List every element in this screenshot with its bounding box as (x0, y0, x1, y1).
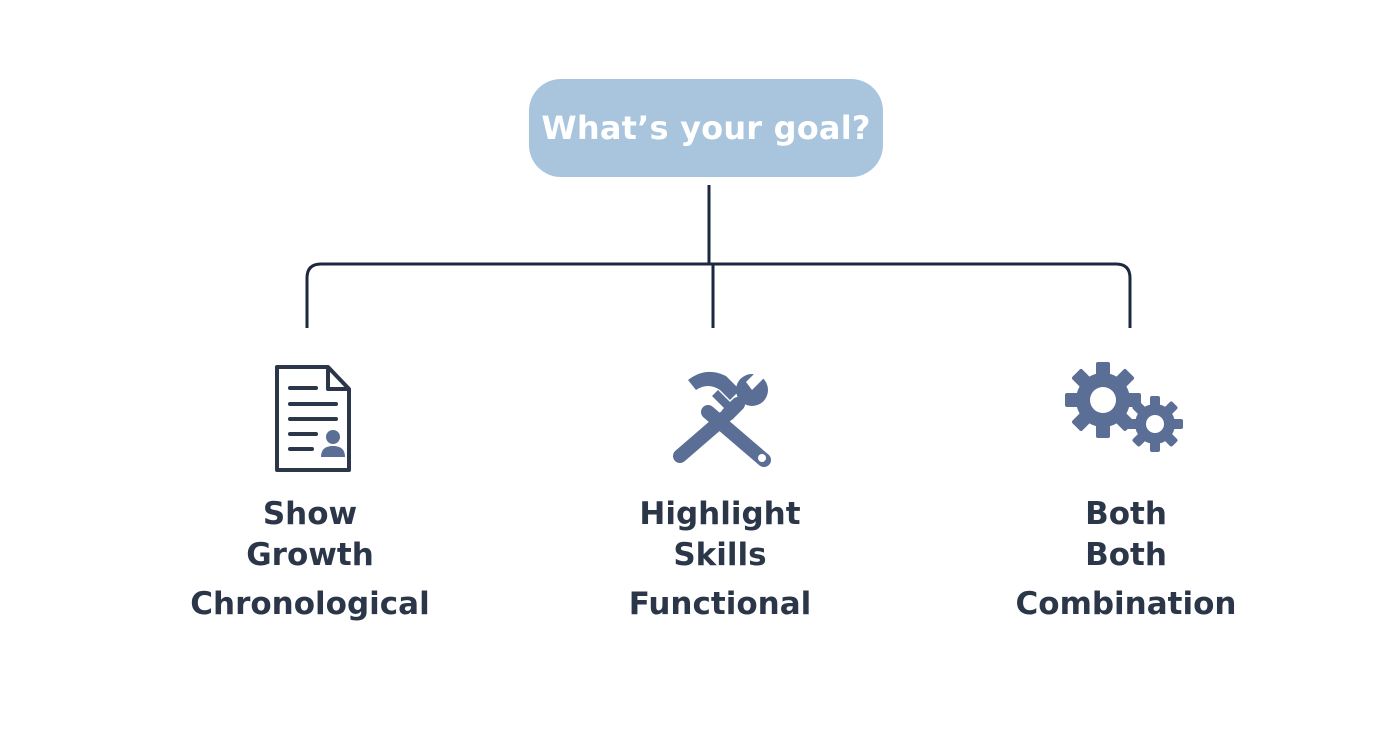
branch-line-2: Skills (673, 537, 767, 573)
branch-question: Highlight Skills (560, 494, 880, 576)
branch-line-1: Highlight (639, 496, 801, 532)
branch-question: Show Growth (150, 494, 470, 576)
branch-combination: Both Both Combination (966, 360, 1286, 625)
branch-line-2: Both (1085, 537, 1167, 573)
branch-line-2: Growth (246, 537, 374, 573)
branch-type-label: Combination (1015, 586, 1237, 622)
goal-question-label: What’s your goal? (541, 109, 871, 147)
branch-question: Both Both (966, 494, 1286, 576)
branch-line-1: Both (1085, 496, 1167, 532)
branch-functional: Highlight Skills Functional (560, 360, 880, 625)
horizontal-branch-line (305, 262, 1132, 328)
branch-line-1: Show (262, 496, 358, 532)
gears-icon (1065, 362, 1183, 452)
hammer-wrench-icon (673, 364, 772, 467)
branch-chronological: Show Growth Chronological (150, 360, 470, 625)
goal-question-node: What’s your goal? (529, 79, 883, 177)
branch-type-label: Functional (628, 586, 812, 622)
branch-type-label: Chronological (190, 586, 430, 622)
resume-document-icon (275, 365, 351, 472)
